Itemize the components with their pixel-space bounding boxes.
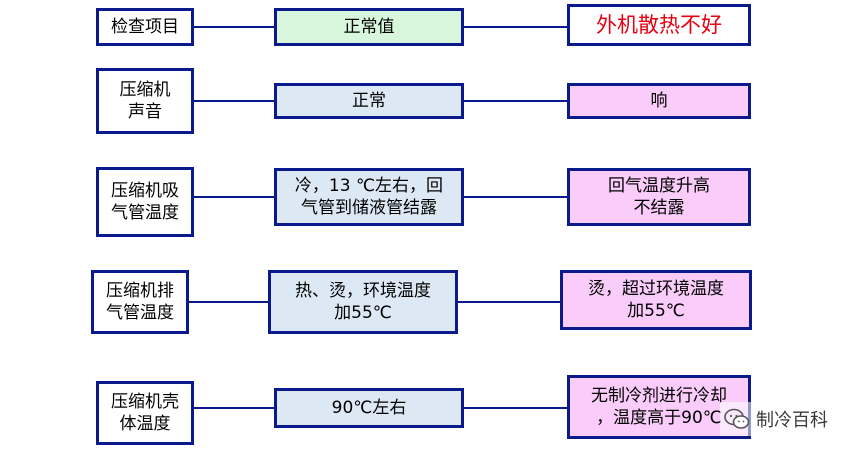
header-check-item-box: 检查项目 [96, 8, 194, 46]
row-discharge-pipe-temp-label: 压缩机排 气管温度 [91, 270, 189, 334]
header-normal-value-box: 正常值 [274, 8, 464, 46]
row-shell-temp-fault-text: 无制冷剂进行冷却 ，温度高于90℃ [591, 386, 727, 428]
row-discharge-pipe-temp-normal-text: 热、烫，环境温度 加55℃ [295, 281, 431, 323]
row-discharge-pipe-temp-label-text: 压缩机排 气管温度 [106, 281, 174, 323]
watermark-text: 制冷百科 [756, 410, 828, 431]
row-compressor-sound-label: 压缩机 声音 [96, 68, 194, 134]
wechat-icon [724, 408, 750, 429]
row-compressor-sound-fault: 响 [567, 83, 751, 119]
row-discharge-pipe-temp-fault-text: 烫，超过环境温度 加55℃ [588, 279, 724, 321]
row-discharge-pipe-temp-normal: 热、烫，环境温度 加55℃ [268, 270, 458, 334]
row-compressor-sound-fault-text: 响 [650, 91, 668, 111]
row-suction-pipe-temp-normal-text: 冷，13 ℃左右，回 气管到储液管结露 [294, 176, 444, 218]
row-suction-pipe-temp-fault: 回气温度升高 不结露 [567, 168, 751, 226]
row-compressor-sound-normal: 正常 [274, 83, 464, 119]
header-normal-value-text: 正常值 [343, 17, 395, 37]
row-compressor-sound-normal-text: 正常 [352, 91, 386, 111]
row-shell-temp-label: 压缩机壳 体温度 [96, 381, 194, 445]
row-shell-temp-label-text: 压缩机壳 体温度 [111, 392, 179, 434]
row-suction-pipe-temp-normal: 冷，13 ℃左右，回 气管到储液管结露 [274, 168, 464, 226]
row-shell-temp-normal: 90℃左右 [274, 388, 464, 428]
row-suction-pipe-temp-fault-text: 回气温度升高 不结露 [608, 176, 710, 218]
row-suction-pipe-temp-label: 压缩机吸 气管温度 [96, 167, 194, 237]
row-discharge-pipe-temp-fault: 烫，超过环境温度 加55℃ [560, 270, 752, 330]
row-suction-pipe-temp-label-text: 压缩机吸 气管温度 [111, 181, 179, 223]
header-fault-text: 外机散热不好 [596, 13, 722, 37]
row-shell-temp-normal-text: 90℃左右 [331, 398, 407, 418]
watermark: 制冷百科 [720, 402, 832, 436]
header-check-item-text: 检查项目 [111, 17, 179, 37]
row-compressor-sound-label-text: 压缩机 声音 [119, 80, 171, 122]
header-fault-box: 外机散热不好 [567, 4, 751, 46]
